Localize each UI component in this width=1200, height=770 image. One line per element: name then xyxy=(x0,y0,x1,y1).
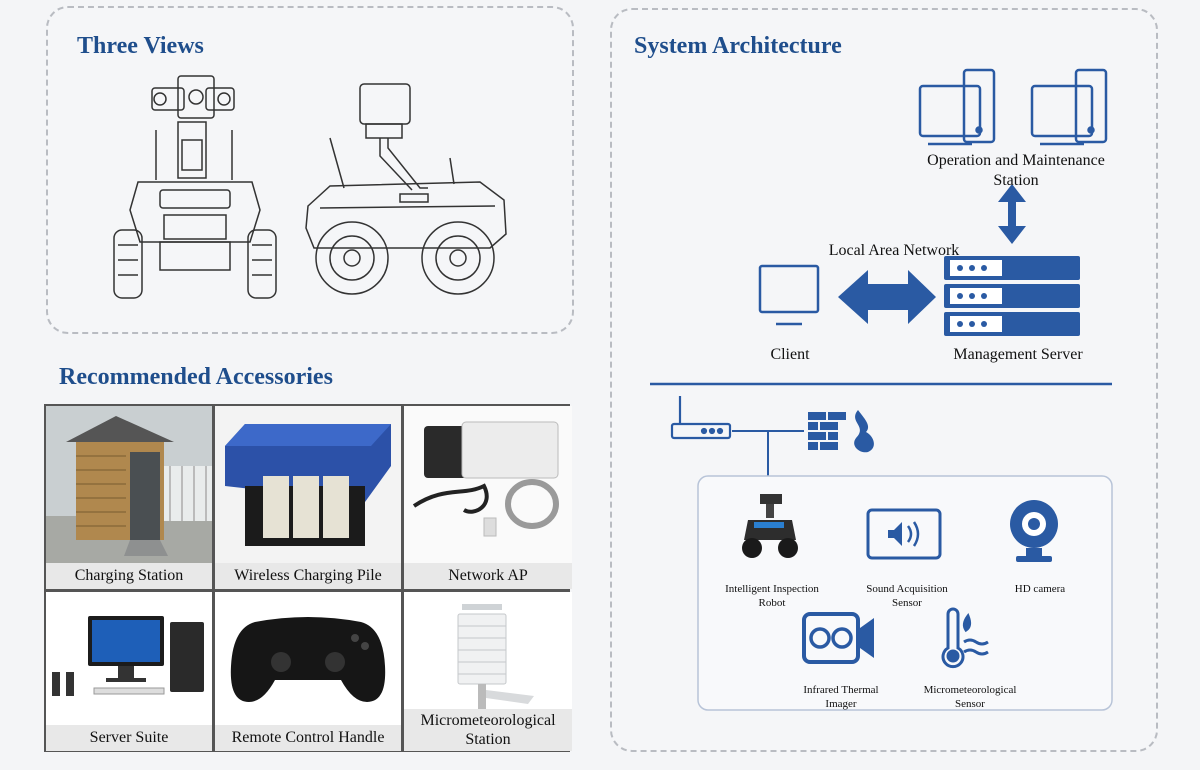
management-server-label: Management Server xyxy=(953,346,1083,363)
accessory-label: Charging Station xyxy=(46,563,212,589)
accessory-label: Micrometeorological Station xyxy=(404,709,572,751)
accessory-label: Remote Control Handle xyxy=(215,725,401,751)
accessory-remote-control-handle: Remote Control Handle xyxy=(215,592,401,751)
server-rack-icon xyxy=(944,256,1080,336)
charging-station-photo-icon xyxy=(46,406,212,563)
device-label-infrared: Infrared Thermal Imager xyxy=(803,684,879,710)
om-station-label: Operation and Maintenance Station xyxy=(927,152,1105,189)
router-icon xyxy=(670,396,732,440)
weather-station-photo-icon xyxy=(404,592,572,711)
vertical-double-arrow-icon xyxy=(998,184,1026,244)
accessory-label: Wireless Charging Pile xyxy=(215,563,401,589)
device-label-micro: Micrometeorological Sensor xyxy=(923,684,1017,710)
accessory-label: Server Suite xyxy=(46,725,212,751)
device-label-robot: Intelligent Inspection Robot xyxy=(725,583,819,609)
client-label: Client xyxy=(770,346,810,363)
lan-label: Local Area Network xyxy=(828,242,960,259)
horizontal-double-arrow-icon xyxy=(838,270,936,324)
devices-box xyxy=(697,475,1113,711)
robot-icon xyxy=(742,494,798,558)
accessories-grid: Charging Station Wireless Charging Pile … xyxy=(44,404,572,752)
gamepad-photo-icon xyxy=(215,592,401,725)
server-suite-photo-icon xyxy=(46,592,212,725)
accessory-charging-station: Charging Station xyxy=(46,406,212,589)
accessory-label: Network AP xyxy=(404,563,572,589)
robot-front-view-drawing xyxy=(113,75,277,299)
firewall-icon xyxy=(808,410,874,453)
webcam-icon xyxy=(1010,500,1058,562)
accessory-wireless-charging-pile: Wireless Charging Pile xyxy=(215,406,401,589)
accessories-title: Recommended Accessories xyxy=(59,364,333,390)
wireless-charging-pile-photo-icon xyxy=(215,406,401,563)
thermometer-icon xyxy=(941,607,989,669)
network-ap-photo-icon xyxy=(404,406,572,563)
client-monitor-icon xyxy=(758,264,820,326)
accessory-micrometeorological-station: Micrometeorological Station xyxy=(404,592,572,751)
architecture-diagram xyxy=(650,68,1113,711)
desktop-computer-icon xyxy=(918,68,1108,146)
architecture-title: System Architecture xyxy=(634,33,842,59)
speaker-icon xyxy=(866,508,942,560)
device-label-sound: Sound Acquisition Sensor xyxy=(866,583,948,609)
three-views-panel xyxy=(46,6,574,334)
device-label-hd-camera: HD camera xyxy=(1014,583,1066,595)
video-camera-icon xyxy=(802,612,874,664)
three-views-title: Three Views xyxy=(77,33,204,59)
accessory-server-suite: Server Suite xyxy=(46,592,212,751)
accessory-network-ap: Network AP xyxy=(404,406,572,589)
robot-side-view-drawing xyxy=(305,83,507,295)
